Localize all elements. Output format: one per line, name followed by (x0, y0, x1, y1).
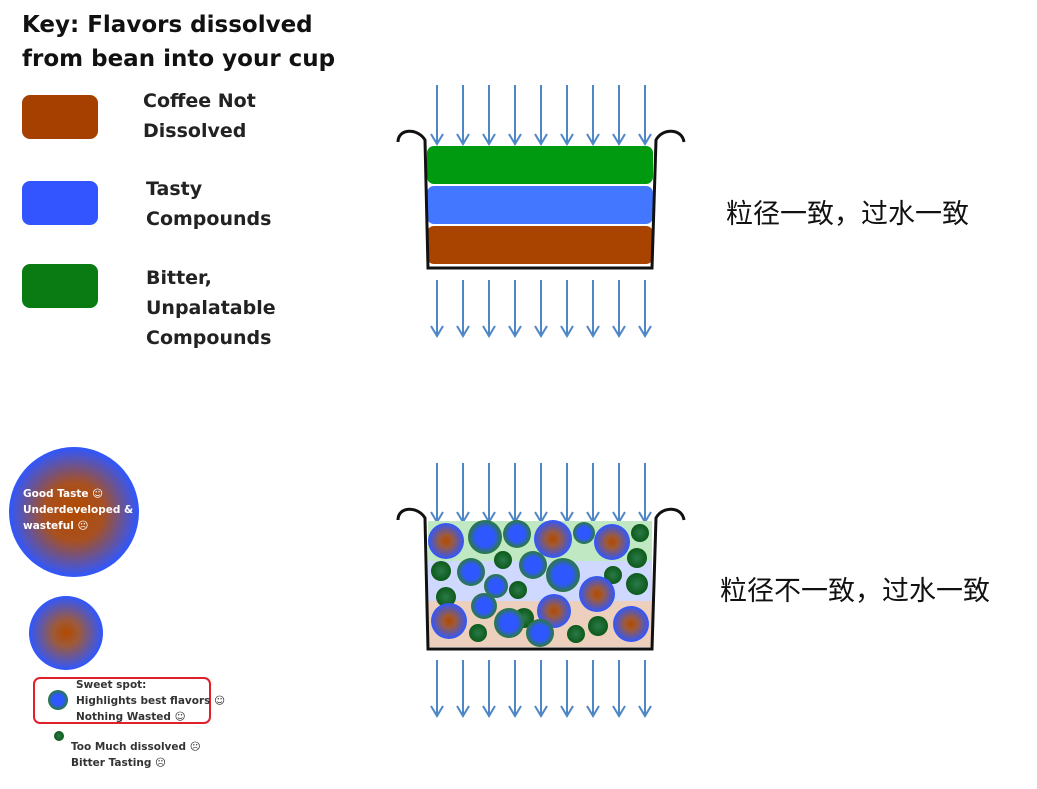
swatch-tasty (22, 181, 98, 225)
key-label-not-dissolved-line1: Coffee Not (143, 90, 256, 112)
sweet-spot-line2: Highlights best flavors ☺ (76, 695, 226, 707)
tiny-particle (54, 731, 64, 741)
sweet-spot-particle (48, 690, 68, 710)
key-label-bitter-line3: Compounds (146, 327, 272, 349)
key-label-not-dissolved-line2: Dissolved (143, 120, 247, 142)
key-label-not-dissolved: Coffee Not Dissolved (143, 86, 256, 146)
large-particle-label: Good Taste ☺ Underdeveloped & wasteful ☹ (23, 486, 133, 534)
key-label-tasty: Tasty Compounds (146, 174, 271, 234)
large-particle (9, 447, 139, 577)
swatch-not-dissolved (22, 95, 98, 139)
small-particle-line1: Too Much dissolved ☹ (71, 741, 201, 753)
key-label-tasty-line1: Tasty (146, 178, 203, 200)
key-title-line2: from bean into your cup (22, 46, 336, 72)
caption-uniform: 粒径一致，过水一致 (726, 199, 969, 230)
key-label-bitter-line1: Bitter, (146, 267, 212, 289)
sweet-spot-label: Sweet spot: Highlights best flavors ☺ No… (76, 677, 225, 725)
top-inflow-arrows (430, 85, 652, 146)
key-label-bitter: Bitter, Unpalatable Compounds (146, 263, 276, 353)
key-title-line1: Key: Flavors dissolved (22, 12, 313, 38)
top-outflow-arrows (430, 280, 652, 338)
large-particle-line1: Good Taste ☺ (23, 488, 104, 500)
top-filter-basket (396, 129, 686, 270)
key-label-tasty-line2: Compounds (146, 208, 272, 230)
sweet-spot-line3: Nothing Wasted ☺ (76, 711, 186, 723)
caption-non-uniform: 粒径不一致，过水一致 (720, 576, 990, 607)
small-particle-label: Too Much dissolved ☹ Bitter Tasting ☹ (71, 739, 201, 771)
key-title: Key: Flavors dissolved from bean into yo… (22, 8, 335, 76)
bottom-outflow-arrows (430, 660, 652, 718)
large-particle-line2: Underdeveloped & (23, 504, 134, 516)
mixed-particles (428, 520, 649, 647)
large-particle-line3: wasteful ☹ (23, 520, 89, 532)
bottom-filter-basket (396, 507, 686, 651)
swatch-bitter (22, 264, 98, 308)
key-label-bitter-line2: Unpalatable (146, 297, 276, 319)
small-particle-line2: Bitter Tasting ☹ (71, 757, 166, 769)
top-layer-tasty (427, 186, 653, 224)
medium-particle (29, 596, 103, 670)
sweet-spot-line1: Sweet spot: (76, 679, 147, 691)
sweet-spot-highlight-box (33, 677, 211, 724)
top-layer-bitter (427, 146, 653, 184)
top-layer-not-dissolved (427, 226, 653, 264)
bottom-inflow-arrows (430, 463, 652, 524)
